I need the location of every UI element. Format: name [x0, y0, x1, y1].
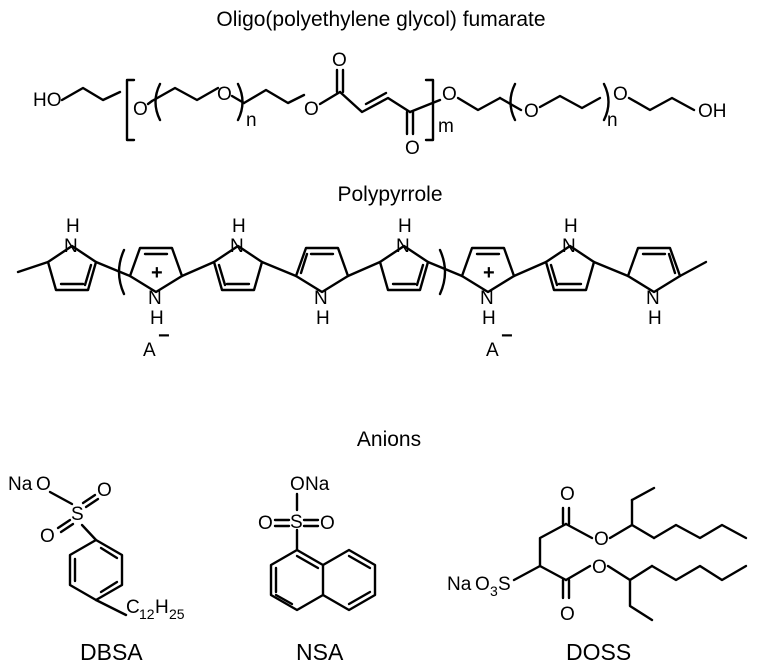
doss-sulfonate-oxygen: O	[475, 574, 490, 595]
doss-sodium: Na	[447, 574, 472, 595]
nsa-oxygen-2: O	[320, 513, 335, 534]
polypyrrole-title: Polypyrrole	[337, 183, 442, 206]
opf-oxygen-2: O	[217, 84, 232, 105]
ppy-ring1-nitrogen: N	[64, 236, 78, 257]
opf-carbonyl-oxygen-2: O	[405, 138, 420, 159]
ppy-anion-1: A	[143, 340, 156, 361]
paren-n-right-1	[236, 82, 244, 122]
paren-n-left-1	[154, 82, 162, 122]
opf-m-subscript: m	[438, 116, 454, 137]
ppy-anion-2: A	[486, 340, 499, 361]
dbsa-alkyl-hydrogen: H	[155, 597, 169, 618]
doss-oxygen-count: 3	[490, 583, 498, 599]
ppy-ring4-nitrogen: N	[314, 288, 328, 309]
ppy-ring5-hydrogen: H	[398, 216, 412, 237]
ppy-ring2-hydrogen: H	[150, 308, 164, 329]
anions-title: Anions	[357, 428, 421, 451]
nsa-oxygen-1: O	[290, 474, 305, 495]
dbsa-oxygen-2: O	[97, 480, 112, 501]
nsa-sulfur: S	[290, 512, 303, 533]
bracket-m-right	[424, 78, 435, 142]
ppy-ring3-hydrogen: H	[232, 216, 246, 237]
opf-ester-oxygen-1: O	[304, 99, 319, 120]
paren-n-right-2	[602, 82, 610, 122]
ppy-ring7-nitrogen: N	[562, 236, 576, 257]
opf-hydroxyl-right: OH	[698, 101, 727, 122]
doss-carbonyl-oxygen-1: O	[560, 484, 575, 505]
dbsa-alkyl-hydrogen-count: 25	[169, 606, 185, 622]
dbsa-structure: Na O S O O C 12 H 25 DBSA	[8, 474, 185, 665]
doss-ester-oxygen-2: O	[592, 557, 607, 578]
opf-title: Oligo(polyethylene glycol) fumarate	[216, 8, 545, 31]
nsa-sodium: Na	[305, 474, 330, 495]
polypyrrole-structure: N H N H + N H N H N H	[16, 216, 708, 361]
doss-sulfur: S	[498, 574, 511, 595]
opf-ester-oxygen-2: O	[442, 84, 457, 105]
opf-n-subscript-1: n	[246, 110, 257, 131]
bracket-m-left	[125, 78, 136, 142]
opf-carbonyl-oxygen-1: O	[332, 50, 347, 71]
dbsa-sodium: Na	[8, 474, 33, 495]
ppy-ring1-hydrogen: H	[66, 216, 80, 237]
ppy-ring4-hydrogen: H	[316, 308, 330, 329]
dbsa-oxygen-3: O	[40, 526, 55, 547]
dbsa-sulfur: S	[71, 504, 84, 525]
nsa-label: NSA	[296, 639, 344, 665]
paren-n-left-2	[509, 82, 517, 122]
opf-oxygen-3: O	[524, 101, 539, 122]
ppy-ring8-nitrogen: N	[646, 288, 660, 309]
doss-ester-oxygen-1: O	[594, 529, 609, 550]
opf-oxygen-1: O	[133, 99, 148, 120]
ppy-ring7-hydrogen: H	[564, 216, 578, 237]
ppy-ring3-nitrogen: N	[230, 236, 244, 257]
ppy-ring2-positive-charge: +	[151, 262, 163, 284]
nsa-structure: O Na S O O NSA	[258, 474, 377, 665]
ppy-anion-1-charge: −	[158, 325, 170, 347]
ppy-ring6-positive-charge: +	[483, 262, 495, 284]
ppy-ring5-nitrogen: N	[396, 236, 410, 257]
nsa-oxygen-3: O	[258, 513, 273, 534]
opf-hydroxyl-left: HO	[33, 90, 62, 111]
dbsa-alkyl-carbon: C	[126, 597, 140, 618]
ppy-ring6-hydrogen: H	[482, 308, 496, 329]
opf-oxygen-4: O	[613, 84, 628, 105]
opf-structure: HO O O n O O O m O O	[33, 50, 727, 159]
ppy-paren-right	[438, 248, 447, 296]
doss-carbonyl-oxygen-2: O	[560, 604, 575, 625]
dbsa-alkyl-carbon-count: 12	[139, 606, 155, 622]
doss-label: DOSS	[566, 639, 631, 665]
ppy-paren-left	[117, 248, 126, 296]
dbsa-oxygen-1: O	[36, 474, 51, 495]
opf-n-subscript-2: n	[607, 110, 618, 131]
doss-structure: O O Na O 3 S O O DOSS	[447, 484, 748, 665]
dbsa-label: DBSA	[80, 639, 143, 665]
ppy-ring8-hydrogen: H	[648, 308, 662, 329]
ppy-ring6-nitrogen: N	[480, 288, 494, 309]
ppy-ring2-nitrogen: N	[148, 288, 162, 309]
ppy-anion-2-charge: −	[501, 325, 513, 347]
